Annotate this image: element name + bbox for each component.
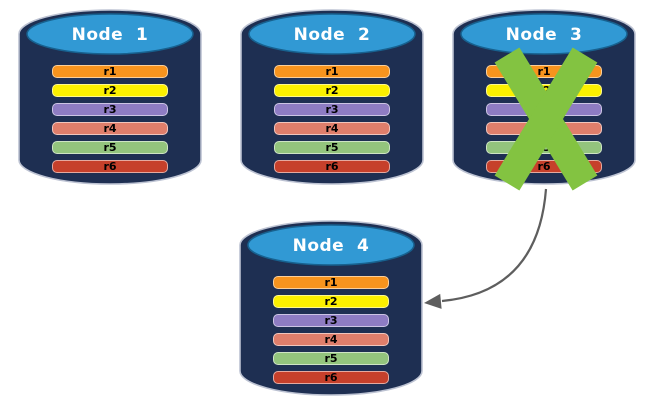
replica-bar-r4: r4 (486, 122, 602, 135)
node-title: Node 1 (71, 25, 149, 45)
replica-bar-r1: r1 (273, 276, 389, 289)
replica-bar-r1: r1 (486, 65, 602, 78)
replica-bars: r1 r2 r3 r4 r5 r6 (274, 65, 390, 173)
replica-bar-r2: r2 (52, 84, 168, 97)
node-1: Node 1 r1 r2 r3 r4 r5 r6 (17, 8, 203, 186)
node-4: Node 4 r1 r2 r3 r4 r5 r6 (238, 219, 424, 397)
replica-bar-r2: r2 (273, 295, 389, 308)
replica-bars: r1 r2 r3 r4 r5 r6 (273, 276, 389, 384)
replica-bar-r2: r2 (486, 84, 602, 97)
replica-bar-r4: r4 (273, 333, 389, 346)
replica-bar-r6: r6 (273, 371, 389, 384)
node-2: Node 2 r1 r2 r3 r4 r5 r6 (239, 8, 425, 186)
replica-bar-r6: r6 (52, 160, 168, 173)
replica-bar-r3: r3 (486, 103, 602, 116)
cylinder-body (239, 220, 423, 396)
arrowhead-icon (424, 293, 442, 309)
replica-bars: r1 r2 r3 r4 r5 r6 (52, 65, 168, 173)
replica-bar-r3: r3 (274, 103, 390, 116)
replica-bar-r4: r4 (274, 122, 390, 135)
cylinder-top (247, 224, 415, 266)
database-cylinder-icon (239, 220, 423, 396)
database-cylinder-icon (18, 9, 202, 185)
replica-bars: r1 r2 r3 r4 r5 r6 (486, 65, 602, 173)
replica-bar-r2: r2 (274, 84, 390, 97)
cylinder-body (240, 9, 424, 185)
cylinder-body (18, 9, 202, 185)
node-title: Node 2 (293, 25, 371, 45)
replica-bar-r4: r4 (52, 122, 168, 135)
replica-bar-r1: r1 (274, 65, 390, 78)
replica-bar-r6: r6 (274, 160, 390, 173)
replica-bar-r5: r5 (273, 352, 389, 365)
replica-bar-r5: r5 (52, 141, 168, 154)
replica-bar-r3: r3 (52, 103, 168, 116)
replica-bar-r5: r5 (274, 141, 390, 154)
node-3: Node 3 r1 r2 r3 r4 r5 r6 (451, 8, 637, 186)
node-title: Node 4 (292, 236, 370, 256)
database-cylinder-icon (240, 9, 424, 185)
arrow-curve (441, 188, 548, 303)
replica-bar-r6: r6 (486, 160, 602, 173)
replica-bar-r3: r3 (273, 314, 389, 327)
replica-bar-r1: r1 (52, 65, 168, 78)
replica-bar-r5: r5 (486, 141, 602, 154)
cylinder-top (26, 13, 194, 55)
cylinder-top (248, 13, 416, 55)
node-title: Node 3 (505, 25, 583, 45)
